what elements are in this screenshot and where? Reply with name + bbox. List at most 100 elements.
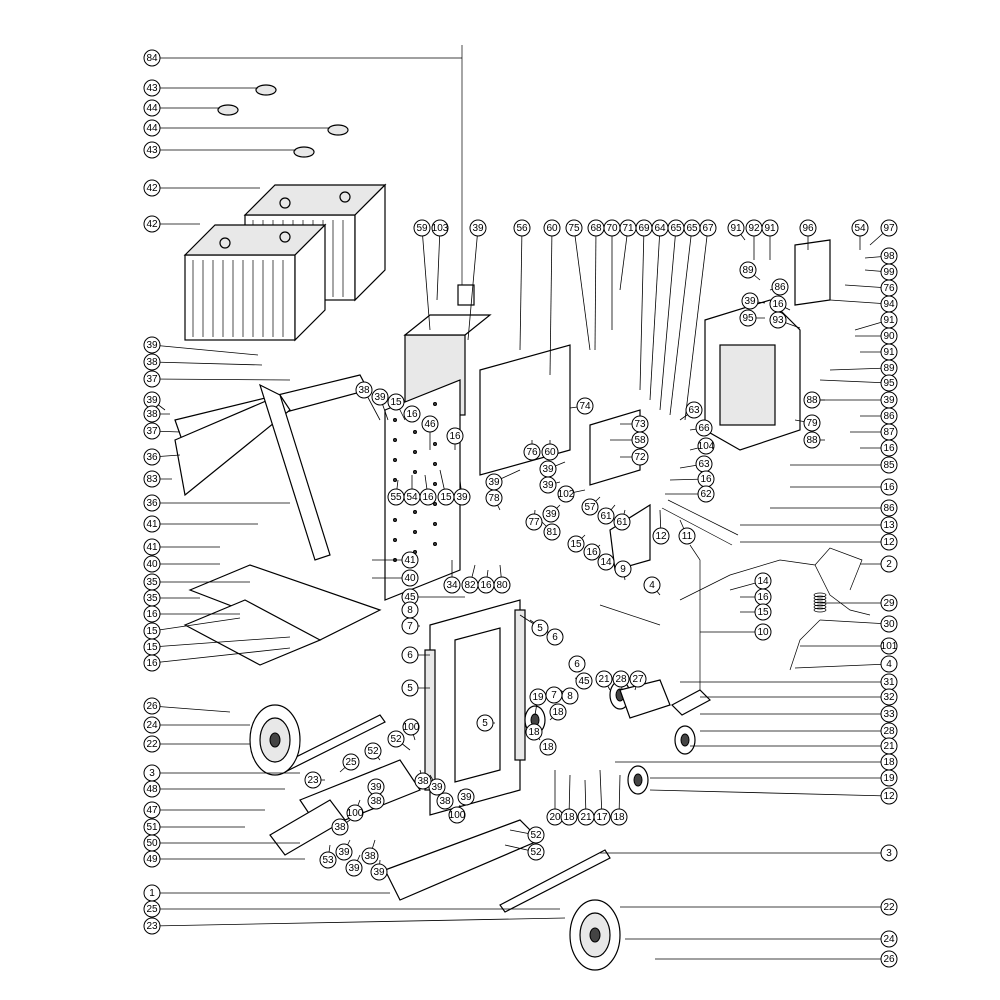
callout-c46: 46 <box>421 415 439 433</box>
callout-label: 35 <box>146 577 158 588</box>
callout-c39e: 39 <box>880 391 898 409</box>
callout-label: 28 <box>883 726 895 737</box>
callout-c34: 34 <box>443 576 461 594</box>
callout-label: 13 <box>883 520 895 531</box>
callout-c12c: 12 <box>880 787 898 805</box>
callout-label: 52 <box>530 830 542 841</box>
callout-label: 16 <box>883 482 895 493</box>
callout-label: 7 <box>551 690 557 701</box>
callout-c91a: 91 <box>727 219 745 237</box>
callout-c88a: 88 <box>803 391 821 409</box>
callout-c7b: 7 <box>545 686 563 704</box>
callout-label: 65 <box>686 223 698 234</box>
callout-c100c: 100 <box>448 806 466 824</box>
callout-label: 16 <box>422 492 434 503</box>
callout-c38b: 38 <box>143 405 161 423</box>
callout-label: 20 <box>549 812 561 823</box>
callout-label: 75 <box>568 223 580 234</box>
callout-label: 12 <box>883 791 895 802</box>
callout-label: 18 <box>552 707 564 718</box>
callout-label: 63 <box>698 459 710 470</box>
callout-c32: 32 <box>880 688 898 706</box>
callout-label: 5 <box>537 623 543 634</box>
callout-c11: 11 <box>678 527 696 545</box>
callout-c15c: 15 <box>387 393 405 411</box>
callout-c4a: 4 <box>643 576 661 594</box>
callout-c28b: 28 <box>612 670 630 688</box>
callout-label: 15 <box>570 539 582 550</box>
callout-label: 91 <box>883 347 895 358</box>
callout-c49: 49 <box>143 850 161 868</box>
callout-label: 90 <box>883 331 895 342</box>
callout-c39c: 39 <box>469 219 487 237</box>
callout-c31: 31 <box>880 673 898 691</box>
callout-label: 39 <box>146 340 158 351</box>
callout-label: 72 <box>634 452 646 463</box>
callout-label: 38 <box>370 796 382 807</box>
leader-line-c4b <box>794 663 890 669</box>
callout-c42b: 42 <box>143 215 161 233</box>
callout-label: 32 <box>883 692 895 703</box>
callout-label: 52 <box>530 847 542 858</box>
leader-line-c15a <box>151 617 241 632</box>
callout-label: 95 <box>742 313 754 324</box>
callout-c84: 84 <box>143 49 161 67</box>
callout-label: 39 <box>744 296 756 307</box>
callout-label: 18 <box>542 742 554 753</box>
callout-label: 17 <box>596 812 608 823</box>
callout-label: 38 <box>146 409 158 420</box>
callout-c41c: 41 <box>401 551 419 569</box>
callout-label: 25 <box>345 757 357 768</box>
callout-c88b: 88 <box>803 431 821 449</box>
callout-c37a: 37 <box>143 370 161 388</box>
callout-label: 96 <box>802 223 814 234</box>
callout-label: 61 <box>616 517 628 528</box>
callout-c83: 83 <box>143 470 161 488</box>
callout-c99: 99 <box>880 263 898 281</box>
callout-label: 23 <box>307 775 319 786</box>
callout-c39f: 39 <box>371 388 389 406</box>
callout-label: 52 <box>390 734 402 745</box>
callout-label: 91 <box>883 315 895 326</box>
callout-label: 39 <box>348 863 360 874</box>
callout-label: 42 <box>146 183 158 194</box>
callout-label: 39 <box>542 480 554 491</box>
callout-label: 39 <box>456 492 468 503</box>
callout-c16a: 16 <box>143 605 161 623</box>
callout-label: 49 <box>146 854 158 865</box>
callout-c14b: 14 <box>754 572 772 590</box>
callout-label: 76 <box>883 283 895 294</box>
callout-label: 16 <box>146 609 158 620</box>
callout-label: 42 <box>146 219 158 230</box>
callout-c74: 74 <box>576 397 594 415</box>
callout-c55: 55 <box>387 488 405 506</box>
callout-c38g: 38 <box>331 818 349 836</box>
callout-c6c: 6 <box>568 655 586 673</box>
callout-c1: 1 <box>143 884 161 902</box>
callout-label: 8 <box>567 691 573 702</box>
callout-label: 87 <box>883 427 895 438</box>
callout-c18e: 18 <box>560 808 578 826</box>
callout-c102: 102 <box>557 485 575 503</box>
callout-c39p: 39 <box>345 859 363 877</box>
callout-c100a: 100 <box>402 718 420 736</box>
callout-label: 39 <box>338 847 350 858</box>
callout-c104: 104 <box>697 437 715 455</box>
callout-label: 68 <box>590 223 602 234</box>
callout-c5c: 5 <box>476 714 494 732</box>
callout-c100b: 100 <box>346 804 364 822</box>
callout-c51: 51 <box>143 818 161 836</box>
callout-label: 39 <box>883 395 895 406</box>
callout-label: 16 <box>700 474 712 485</box>
callout-c9: 9 <box>614 560 632 578</box>
callout-label: 69 <box>638 223 650 234</box>
callout-c53: 53 <box>319 851 337 869</box>
callout-c24b: 24 <box>880 930 898 948</box>
callout-label: 45 <box>578 676 590 687</box>
callout-label: 21 <box>598 674 610 685</box>
callout-label: 39 <box>374 392 386 403</box>
callout-label: 26 <box>883 954 895 965</box>
callout-label: 2 <box>886 559 892 570</box>
callout-c39a: 39 <box>143 336 161 354</box>
callout-c16k: 16 <box>583 543 601 561</box>
